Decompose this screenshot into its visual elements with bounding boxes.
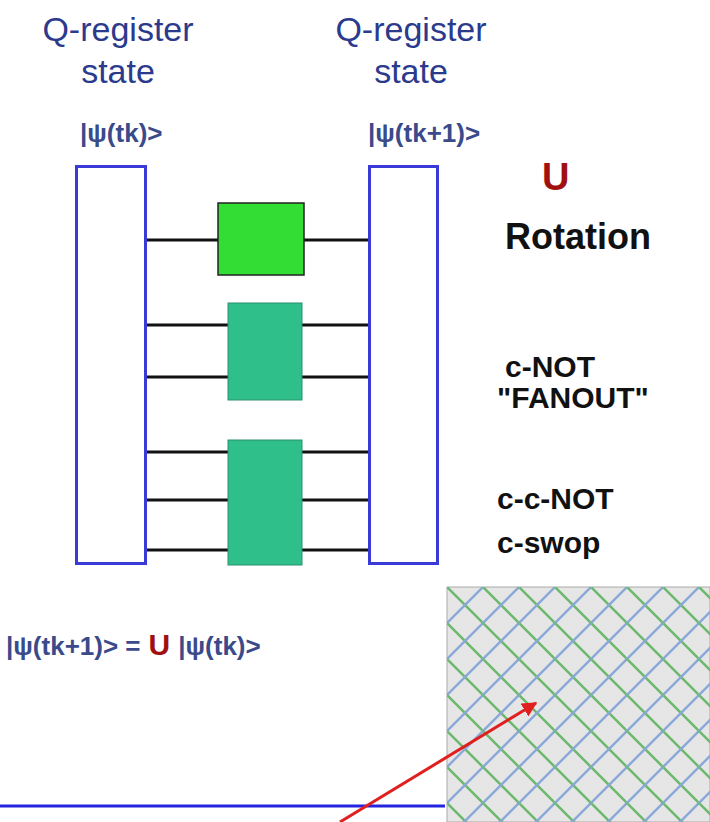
register-box: Q-register state|ψ(tk)> — [75, 165, 147, 565]
lattice-pattern — [447, 587, 710, 822]
gate-name: "FANOUT" — [497, 381, 649, 415]
state-ket: |ψ(tk)> — [80, 118, 162, 149]
register-heading: Q-register state — [301, 8, 521, 92]
gate-name: c-swop — [497, 526, 600, 560]
equation-term: |ψ(tk+1)> = — [6, 631, 141, 662]
operator-symbol: U — [149, 628, 171, 662]
gate-name: c-c-NOT — [497, 482, 614, 516]
gate-name: Rotation — [505, 216, 651, 258]
pointer-arrow — [340, 703, 536, 822]
state-ket: |ψ(tk+1)> — [368, 118, 480, 149]
cnot-gate — [228, 303, 302, 400]
baseline-rule — [0, 805, 445, 808]
equation-row: |ψ(tk+1)> = U|ψ(tk)> — [6, 628, 261, 662]
lattice-image — [447, 587, 710, 822]
rotation-gate — [218, 203, 304, 275]
operator-symbol: U — [542, 156, 569, 199]
gate-name: c-NOT — [505, 350, 595, 384]
register-box: Q-register state|ψ(tk+1)> — [368, 165, 439, 565]
register-heading: Q-register state — [8, 8, 228, 92]
ccnot-gate — [228, 440, 302, 565]
equation-term: |ψ(tk)> — [178, 631, 260, 662]
